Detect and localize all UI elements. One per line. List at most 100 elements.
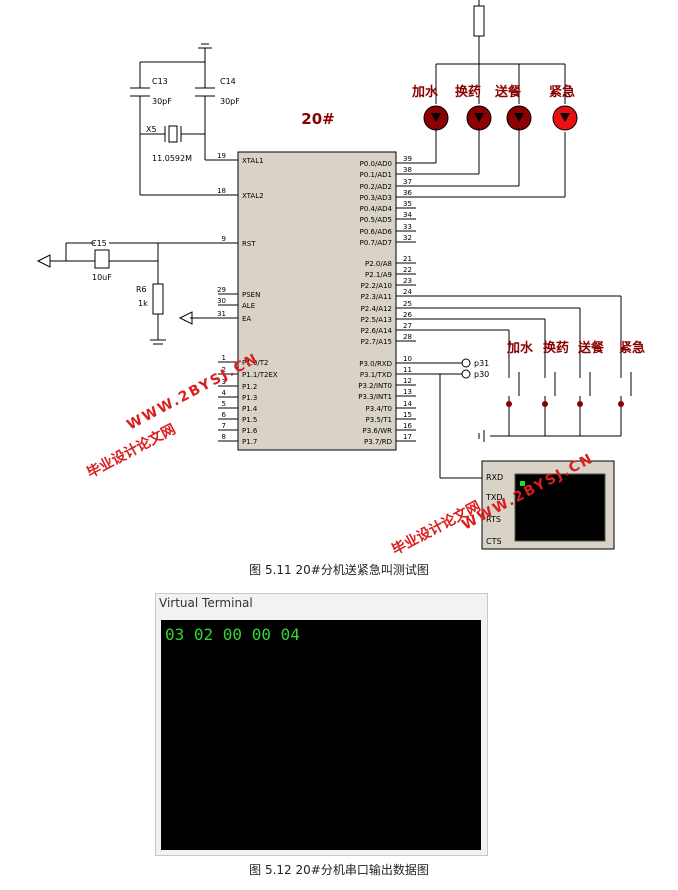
capacitor-c14 (195, 62, 215, 160)
terminal-pin-rxd: RXD (486, 473, 503, 482)
right-pin-number: 36 (403, 189, 412, 197)
led-label: 紧急 (549, 84, 575, 100)
right-pin-number: 39 (403, 155, 412, 163)
left-pin-name: P1.5 (242, 416, 257, 424)
crystal-value: 11.0592M (152, 154, 192, 163)
button-group: 加水换药送餐紧急 (506, 340, 645, 407)
c14-name: C14 (220, 77, 236, 86)
led-label: 换药 (455, 84, 481, 100)
right-pin-name: P3.1/TXD (360, 371, 392, 379)
right-pin-number: 27 (403, 322, 412, 330)
probe-p31: p31 (474, 359, 489, 368)
led-label: 送餐 (494, 84, 522, 100)
led-wires (410, 128, 566, 198)
figure-2-caption: 图 5.12 20#分机串口输出数据图 (249, 863, 429, 877)
probe-p31-marker (461, 358, 471, 368)
crystal-x5 (140, 125, 238, 196)
mcu-chip (237, 151, 397, 451)
ground-top (140, 43, 212, 63)
r6-value: 1k (138, 299, 148, 308)
power-arrow-left (36, 254, 51, 268)
led-diode-mark (431, 113, 441, 122)
left-pin-number: 3 (222, 378, 226, 386)
left-pin-name: P1.3 (242, 394, 257, 402)
button-label: 紧急 (619, 340, 645, 356)
left-pin-name: RST (242, 240, 256, 248)
virtual-terminal-window[interactable]: Virtual Terminal 03 02 00 00 04 (155, 593, 488, 856)
right-pin-name: P3.3/INT1 (358, 393, 392, 401)
right-pin-number: 14 (403, 400, 412, 408)
right-pin-number: 21 (403, 255, 412, 263)
right-pin-name: P0.3/AD3 (360, 194, 392, 202)
right-pin-number: 10 (403, 355, 412, 363)
button-label: 换药 (543, 340, 569, 356)
left-pin-number: 19 (217, 152, 226, 160)
right-pin-name: P3.4/T0 (366, 405, 392, 413)
left-pin-name: P1.7 (242, 438, 257, 446)
right-pin-name: P2.7/A15 (361, 338, 392, 346)
left-pin-name: XTAL1 (242, 157, 264, 165)
right-pin-name: P0.7/AD7 (360, 239, 392, 247)
right-pin-name: P0.2/AD2 (360, 183, 392, 191)
right-pin-name: P0.4/AD4 (360, 205, 393, 213)
reset-circuit (50, 242, 238, 345)
left-pin-name: P1.1/T2EX (242, 371, 278, 379)
right-pin-number: 37 (403, 178, 412, 186)
left-pin-number: 2 (222, 366, 226, 374)
right-pin-number: 32 (403, 234, 412, 242)
right-pin-number: 26 (403, 311, 412, 319)
terminal-pin-rts: RTS (486, 515, 501, 524)
right-pin-name: P2.3/A11 (361, 293, 392, 301)
right-pin-name: P3.2/INT0 (358, 382, 392, 390)
left-pin-number: 29 (217, 286, 226, 294)
left-pin-number: 30 (217, 297, 226, 305)
c13-value: 30pF (152, 97, 172, 106)
right-pin-name: P2.0/A8 (365, 260, 392, 268)
right-pin-number: 13 (403, 388, 412, 396)
right-pin-number: 16 (403, 422, 412, 430)
left-pin-name: P1.6 (242, 427, 258, 435)
capacitor-c13 (130, 62, 150, 195)
button-terminal (618, 401, 624, 407)
left-pin-number: 7 (222, 422, 226, 430)
terminal-output: 03 02 00 00 04 (165, 625, 300, 644)
right-pin-number: 15 (403, 411, 412, 419)
crystal-name: X5 (146, 125, 157, 134)
right-pin-number: 35 (403, 200, 412, 208)
right-pin-number: 11 (403, 366, 412, 374)
right-pin-number: 28 (403, 333, 412, 341)
right-pin-name: P0.0/AD0 (360, 160, 392, 168)
button-terminal (577, 401, 583, 407)
virtual-terminal-title: Virtual Terminal (159, 596, 253, 610)
left-pin-number: 6 (222, 411, 227, 419)
left-pin-number: 9 (222, 235, 226, 243)
led-label: 加水 (411, 84, 439, 100)
c14-value: 30pF (220, 97, 240, 106)
button-wires (410, 295, 622, 442)
led-diode-mark (474, 113, 484, 122)
left-pin-name: EA (242, 315, 251, 323)
right-pin-number: 23 (403, 277, 412, 285)
right-pin-name: P2.5/A13 (361, 316, 392, 324)
led-group: 加水换药送餐 紧急 (411, 64, 578, 131)
left-pin-name: XTAL2 (242, 192, 264, 200)
right-pin-name: P3.7/RD (364, 438, 392, 446)
figure-1-caption: 图 5.11 20#分机送紧急叫测试图 (249, 563, 429, 577)
right-pin-number: 22 (403, 266, 412, 274)
left-pin-name: P1.4 (242, 405, 258, 413)
virtual-terminal-symbol (481, 460, 615, 550)
led-diode-mark (514, 113, 524, 122)
r6-name: R6 (136, 285, 147, 294)
right-pin-number: 24 (403, 288, 412, 296)
left-pin-name: P1.0/T2 (242, 359, 268, 367)
right-pin-name: P3.6/WR (363, 427, 393, 435)
led-diode-mark (560, 113, 570, 122)
right-pin-name: P0.6/AD6 (360, 228, 393, 236)
right-pin-name: P0.1/AD1 (360, 171, 392, 179)
button-terminal (506, 401, 512, 407)
left-pin-name: PSEN (242, 291, 260, 299)
virtual-terminal-screen[interactable]: 03 02 00 00 04 (161, 620, 481, 850)
terminal-pin-cts: CTS (486, 537, 502, 546)
button-label: 送餐 (577, 340, 605, 356)
right-pin-number: 17 (403, 433, 412, 441)
